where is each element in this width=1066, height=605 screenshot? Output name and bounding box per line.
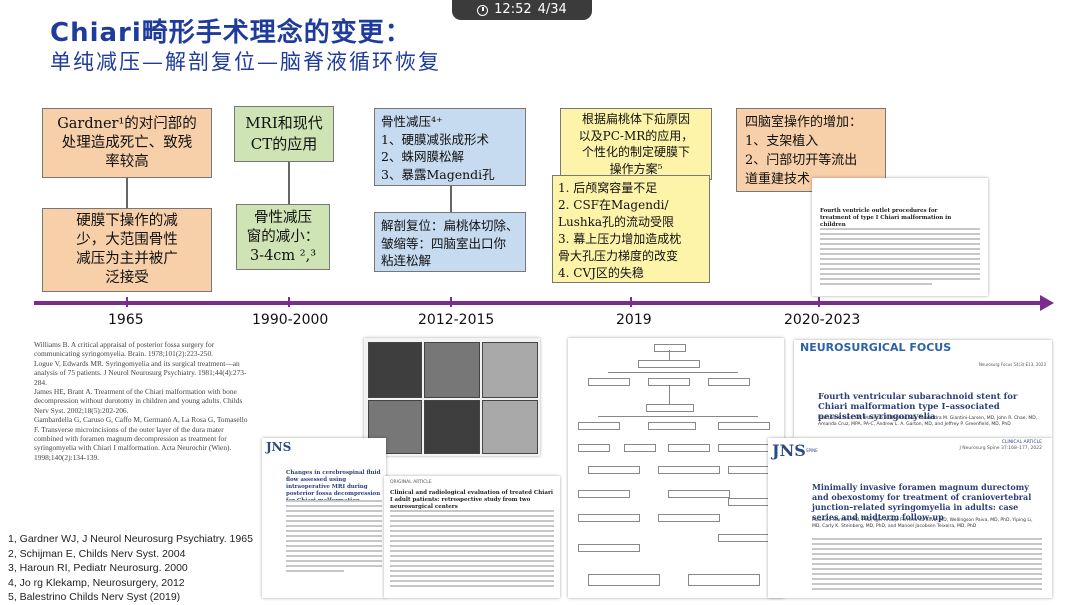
box-1990-bottom: 骨性减压 窗的减小： 3-4cm ²,³: [236, 204, 330, 270]
connector-1965: [126, 178, 128, 208]
paper-jns2-authors: Mauricio Mandel, MD, PhD, Iger Araújo Fe…: [812, 518, 1033, 529]
mri-image-panel: [364, 338, 540, 456]
reference-item: 1, Gardner WJ, J Neurol Neurosurg Psychi…: [8, 533, 253, 545]
timeline-tick-1965: [126, 297, 128, 307]
box-1965-bottom: 硬膜下操作的减 少，大范围骨性 减压为主并被广 泛接受: [42, 208, 212, 292]
paper-flowchart: [568, 338, 784, 598]
paper-body-lines: [820, 228, 980, 288]
timeline-axis: [34, 301, 1044, 305]
paper-clinical-radiological: ORIGINAL ARTICLE Clinical and radiologic…: [384, 476, 560, 598]
connector-2012: [450, 186, 452, 212]
connector-1990: [288, 162, 290, 204]
paper-body-lines: [812, 538, 1042, 593]
reference-item: 2, Schijman E, Childs Nerv Syst. 2004: [8, 547, 186, 560]
year-2019: 2019: [616, 312, 652, 328]
paper-fourth-ventricle-title: Fourth ventricle outlet procedures for t…: [820, 208, 952, 228]
clock-icon: [477, 4, 489, 16]
mri-image: [424, 400, 480, 454]
status-page: 4/34: [537, 2, 567, 17]
status-time: 12:52: [494, 2, 532, 17]
box-2012-top: 骨性减压⁴⁺ 1、硬膜减张成形术 2、蛛网膜松解 3、暴露Magendi孔: [374, 108, 526, 186]
paper-nf-title: Fourth ventricular subarachnoid stent fo…: [818, 392, 1018, 422]
mri-image: [482, 342, 538, 398]
reference-list: 1, Gardner WJ, J Neurol Neurosurg Psychi…: [8, 532, 253, 605]
mri-image: [424, 342, 480, 398]
slide-subtitle: 单纯减压—解剖复位—脑脊液循环恢复: [50, 50, 441, 74]
box-2019-top: 根据扁桃体下疝原因 以及PC-MR的应用， 个性化的制定硬膜下 操作方案⁵: [560, 108, 712, 180]
paper-jns-spine: JNS SPINE CLINICAL ARTICLE J Neurosurg S…: [768, 438, 1052, 598]
paper-jns2-title: Minimally invasive foramen magnum durect…: [812, 482, 1032, 522]
slide-title: Chiari畸形手术理念的变更：: [50, 18, 412, 48]
box-1965-top: Gardner¹的对闩部的 处理造成死亡、致残 率较高: [42, 108, 212, 178]
paper-clinical-label: ORIGINAL ARTICLE: [390, 480, 432, 485]
paper-body-lines: [286, 500, 382, 575]
year-1965: 1965: [108, 312, 144, 328]
paper-body-lines: [390, 510, 554, 590]
year-1990-2000: 1990-2000: [252, 312, 329, 328]
reference-excerpts: Williams B. A critical appraisal of post…: [34, 340, 248, 462]
mri-image: [482, 400, 538, 454]
paper-fourth-ventricle-outlet: Fourth ventricle outlet procedures for t…: [812, 178, 988, 296]
timeline-arrow-icon: [1040, 295, 1054, 311]
box-2020-top: 四脑室操作的增加： 1、支架植入 2、闩部切开等流出 道重建技术: [736, 108, 886, 192]
jns-spine-logo: JNS: [772, 441, 806, 460]
year-2020-2023: 2020-2023: [784, 312, 861, 328]
box-2019-bottom: 1. 后颅窝容量不足 2. CSF在Magendi/ Lushka孔的流动受限 …: [552, 175, 710, 283]
reference-item: 4, Jo rg Klekamp, Neurosurgery, 2012: [8, 576, 185, 589]
status-pill: 12:52 4/34: [452, 0, 592, 20]
neurosurgical-focus-logo: NEUROSURGICAL FOCUS: [800, 341, 952, 354]
timeline-tick-2019: [630, 297, 632, 307]
year-2012-2015: 2012-2015: [418, 312, 495, 328]
box-1990-top: MRI和现代 CT的应用: [234, 106, 334, 162]
timeline-tick-1990: [288, 297, 290, 307]
jns-spine-journal: J Neurosurg Spine 37:168–177, 2022: [959, 446, 1042, 451]
reference-item: 3, Haroun RI, Pediatr Neurosurg. 2000: [8, 562, 188, 575]
paper-neurosurgical-focus: NEUROSURGICAL FOCUS Neurosurg Focus 54(3…: [794, 340, 1052, 438]
jns-logo: JNS: [266, 440, 292, 454]
nf-journal: Neurosurg Focus 54(3):E13, 2023: [978, 362, 1046, 367]
box-2012-bottom: 解剖复位：扁桃体切除、 皱缩等：四脑室出口你 粘连松解: [374, 212, 526, 272]
mri-image: [368, 342, 422, 398]
timeline-tick-2020: [818, 297, 820, 307]
jns-spine-sub: SPINE: [806, 448, 818, 453]
timeline-tick-2012: [450, 297, 452, 307]
paper-clinical-title: Clinical and radiological evaluation of …: [390, 490, 553, 510]
jns-spine-label: CLINICAL ARTICLE: [1001, 440, 1042, 445]
paper-nf-authors: Rachael K. Han, BA, Mauricio P. Medina, …: [818, 416, 1038, 427]
paper-jns-csf-flow: JNS Changes in cerebrospinal fluid flow …: [262, 438, 386, 598]
